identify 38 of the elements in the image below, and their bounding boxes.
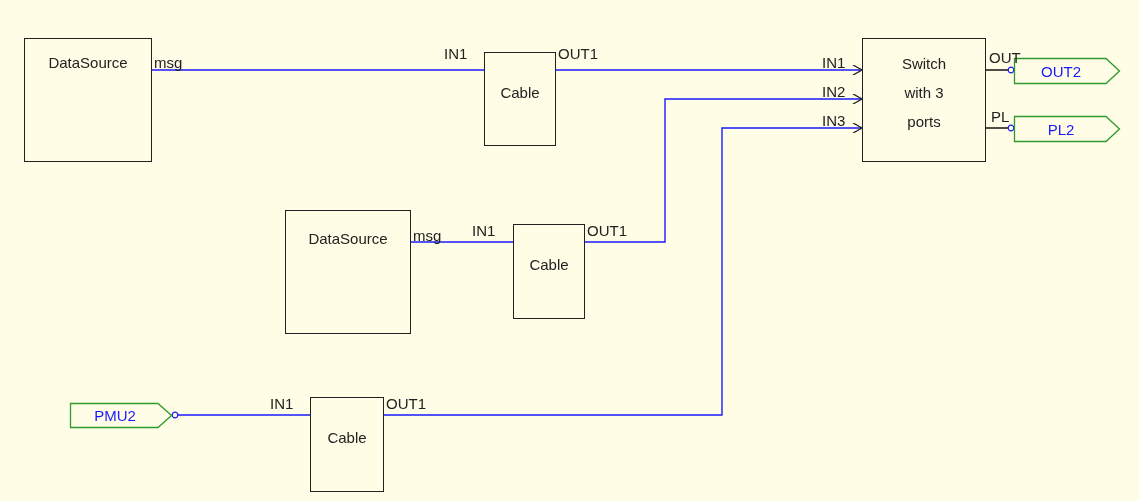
component-block	[484, 52, 556, 146]
component-block	[862, 38, 986, 162]
pin-label: msg	[413, 227, 442, 244]
component-block	[24, 38, 152, 162]
pin-label: IN1	[444, 45, 468, 62]
port-name: OUT2	[1040, 61, 1082, 82]
component-block	[310, 397, 384, 492]
connector-line	[555, 64, 863, 76]
port-name: PMU2	[93, 406, 137, 426]
port-tag	[70, 403, 172, 428]
connector-line	[383, 122, 863, 416]
block-label: Switch with 3 ports	[900, 54, 948, 132]
port-tag	[1014, 116, 1120, 142]
block-label: DataSource	[307, 229, 389, 249]
pin-label: PL	[991, 108, 1010, 125]
pin-label: msg	[154, 54, 183, 71]
pin-label: OUT1	[587, 222, 627, 239]
connector-line	[151, 69, 485, 71]
pin-label: OUT1	[558, 45, 598, 62]
connector-line	[985, 124, 1015, 132]
block-label: DataSource	[47, 53, 129, 73]
pin-label: IN1	[270, 395, 294, 412]
pin-label: OUT	[989, 49, 1021, 66]
pin-label: IN1	[822, 54, 846, 71]
block-label: Cable	[528, 255, 570, 275]
connector-line	[171, 411, 311, 419]
component-block	[513, 224, 585, 319]
port-name: PL2	[1046, 119, 1076, 140]
pin-label: IN1	[472, 222, 496, 239]
component-block	[285, 210, 411, 334]
block-label: Cable	[326, 428, 368, 448]
connector-line	[410, 241, 514, 243]
connector-line	[985, 66, 1015, 74]
connector-line	[584, 93, 863, 243]
block-label: Cable	[499, 83, 541, 103]
pin-label: OUT1	[386, 395, 426, 412]
pin-label: IN2	[822, 83, 846, 100]
pin-label: IN3	[822, 112, 846, 129]
